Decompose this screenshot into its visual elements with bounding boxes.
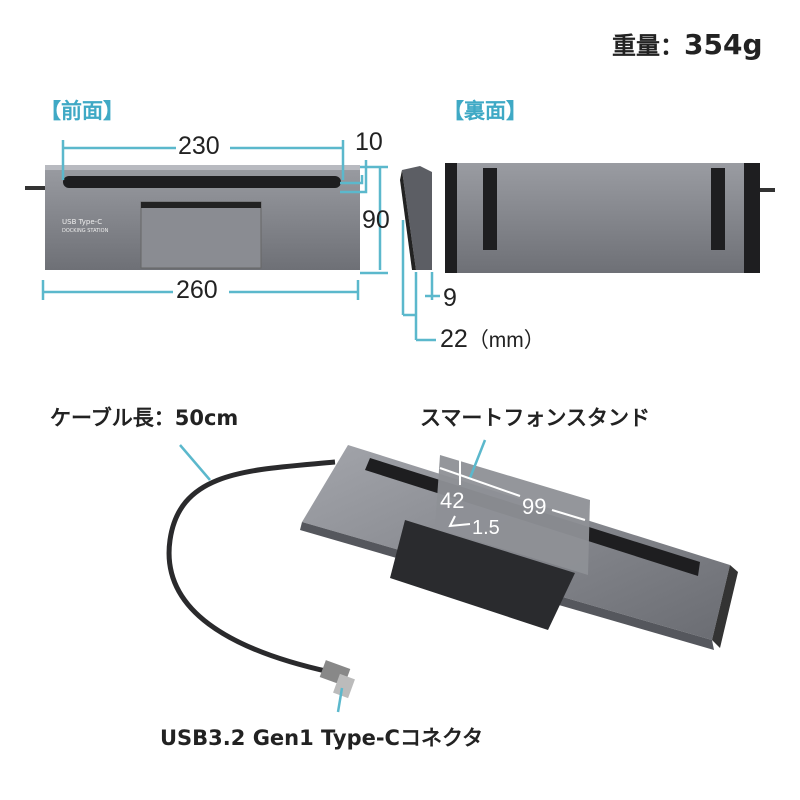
side-view [400,166,440,342]
front-view: USB Type-C DOCKING STATION [25,165,360,270]
dim-10: 10 [355,128,383,156]
dim-22-value: 22 [440,325,468,353]
perspective-view: 42 99 1.5 [166,439,738,713]
front-title: 【前面】 [40,99,124,123]
stand-callout: スマートフォンスタンド [420,406,650,430]
svg-text:DOCKING STATION: DOCKING STATION [62,228,109,234]
dim-22: 22（mm） [440,324,545,354]
dim-90: 90 [362,206,390,234]
front-dimension-lines [41,140,388,300]
weight-value: 354g [684,28,763,61]
back-view [445,163,775,273]
dim-260: 260 [176,276,218,304]
connector-callout: USB3.2 Gen1 Type-Cコネクタ [160,726,484,750]
stand-dim-height: 42 [440,488,464,513]
cable-length-callout: ケーブル長：50cm [50,406,239,430]
device-label-text: USB Type-C [62,218,102,226]
stand-dim-thickness: 1.5 [472,517,500,539]
weight-caption: 重量： [612,32,684,60]
stand-dim-width: 99 [522,494,546,519]
unit-label: （mm） [467,329,545,352]
back-title: 【裏面】 [443,99,527,123]
dim-9: 9 [443,284,457,312]
dim-230: 230 [178,132,220,160]
cable [166,459,336,675]
weight-label: 重量：354g [612,26,763,61]
